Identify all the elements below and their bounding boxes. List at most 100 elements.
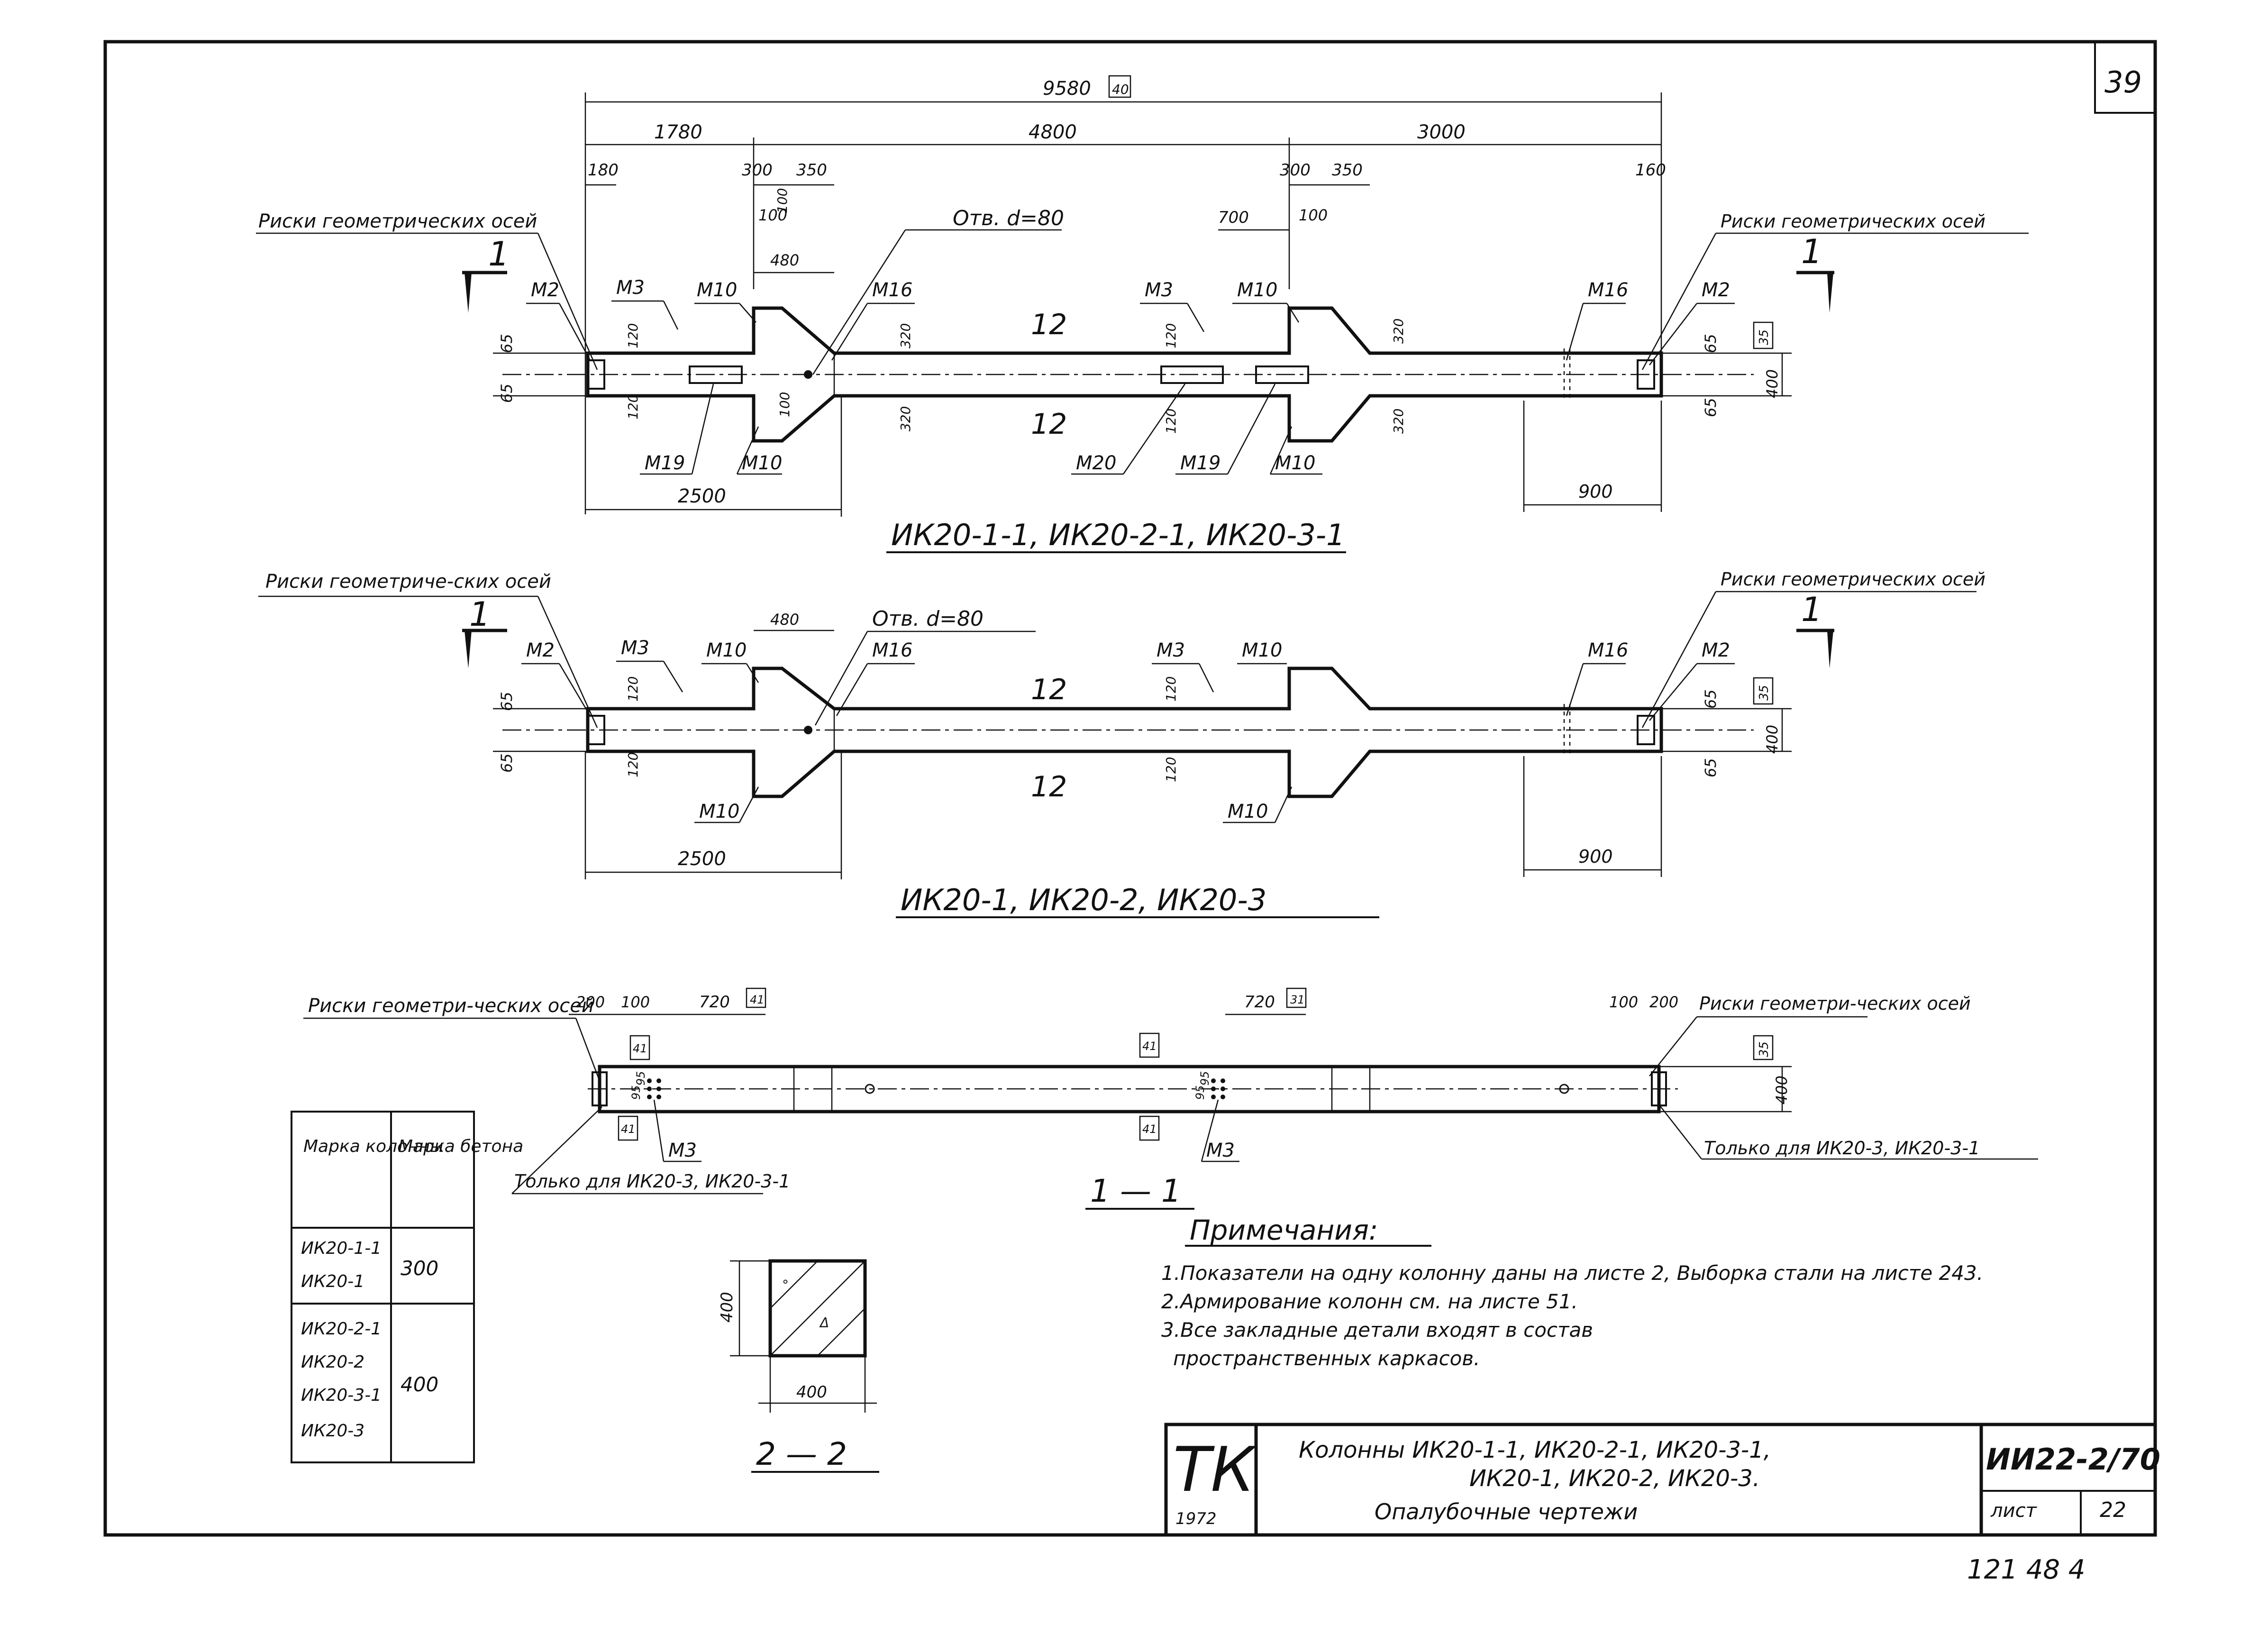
view-a: 9580 40 1780 4800 3000 180 300 350 300 3… xyxy=(256,75,2029,553)
mark-b-M3-a: М3 xyxy=(621,637,649,659)
dim-180: 180 xyxy=(588,161,619,180)
mark-b-M3-b: М3 xyxy=(1157,639,1185,661)
dim-total-tag: 40 xyxy=(1112,82,1129,97)
note-1: 1.Показатели на одну колонну даны на лис… xyxy=(1161,1261,1983,1285)
dim-300-a: 300 xyxy=(742,161,773,180)
title-block-desc-1: Колонны ИК20-1-1, ИК20-2-1, ИК20-3-1, xyxy=(1299,1437,1771,1463)
vdim-120-a: 120 xyxy=(625,323,641,348)
mark-M16-b: М16 xyxy=(1588,279,1628,301)
note-3: 3.Все закладные детали входят в состав xyxy=(1161,1318,1593,1342)
section-mark-b-right: 1 xyxy=(1801,590,1822,629)
width-label-b-top: 12 xyxy=(1031,673,1067,706)
table-cell-ik20-3: ИК20-3 xyxy=(301,1421,364,1441)
dim-160: 160 xyxy=(1635,161,1666,180)
dim-300-b: 300 xyxy=(1280,161,1311,180)
mark-b-M16-a: М16 xyxy=(872,639,912,661)
view-a-title: ИК20-1-1, ИК20-2-1, ИК20-3-1 xyxy=(891,518,1345,552)
dim-total-length: 9580 xyxy=(1043,78,1091,100)
mark-b-M10-a: М10 xyxy=(706,639,747,661)
dim-c-720-b: 720 xyxy=(1244,993,1275,1012)
label-hole-b: Отв. d=80 xyxy=(872,607,984,631)
width-label-top: 12 xyxy=(1031,308,1067,341)
vdim-320-d: 320 xyxy=(1391,409,1406,434)
vdim-b-65-a: 65 xyxy=(498,692,516,711)
vdim-120-c: 120 xyxy=(1163,323,1179,348)
section-dim-w: 400 xyxy=(796,1383,827,1402)
mark-b-M16-b: М16 xyxy=(1588,639,1628,661)
table-header-concrete: Марка бетона xyxy=(398,1137,523,1156)
view-c: Риски геометри-ческих осей Риски геометр… xyxy=(303,987,2038,1210)
vdim-b-120-d: 120 xyxy=(1163,757,1179,782)
title-block-year: 1972 xyxy=(1175,1509,1217,1528)
sdim-95-a: 95 xyxy=(629,1085,643,1100)
tag-c-41-d: 41 xyxy=(1142,1040,1157,1053)
svg-text:Δ: Δ xyxy=(819,1315,829,1331)
dim-seg-4800: 4800 xyxy=(1029,121,1077,143)
vdim-100-b: 100 xyxy=(777,392,792,417)
label-axes-right: Риски геометрических осей xyxy=(1721,211,1986,232)
dim-480-b: 480 xyxy=(770,611,799,629)
mark-b-M2-left: М2 xyxy=(526,639,555,661)
vdim-b-120-c: 120 xyxy=(1163,676,1179,702)
label-axes-right-c: Риски геометри-ческих осей xyxy=(1699,993,1971,1014)
note-3-cont: пространственных каркасов. xyxy=(1173,1347,1480,1370)
vdim-400: 400 xyxy=(1763,369,1781,398)
section-mark-b-left: 1 xyxy=(469,595,491,634)
vdim-65-d: 65 xyxy=(1702,398,1720,417)
label-axes-left-c: Риски геометри-ческих осей xyxy=(308,995,594,1017)
mark-c-M3-a: М3 xyxy=(668,1140,697,1161)
mark-b-M10-d: М10 xyxy=(1228,801,1268,822)
table-grade-400: 400 xyxy=(401,1373,438,1396)
vdim-320-b: 320 xyxy=(898,406,913,431)
mark-M20: М20 xyxy=(1076,452,1116,474)
mark-b-M10-c: М10 xyxy=(699,801,739,822)
title-block-desc-3: Опалубочные чертежи xyxy=(1375,1499,1638,1525)
vdim-b-65-b: 65 xyxy=(498,753,516,773)
table-header-column: Марка колонны xyxy=(303,1137,444,1156)
vdim-b-65-c: 65 xyxy=(1702,689,1720,709)
title-block-sheet: 22 xyxy=(2100,1498,2126,1522)
dim-480: 480 xyxy=(770,251,799,269)
sheet-number-box xyxy=(2094,41,2156,114)
mark-M16-a: М16 xyxy=(872,279,912,301)
sheet-number: 39 xyxy=(2104,65,2142,100)
tag-c-41-b: 31 xyxy=(1290,993,1305,1006)
vdim-320-a: 320 xyxy=(898,323,913,348)
notes: Примечания: 1.Показатели на одну колонну… xyxy=(1161,1214,1983,1370)
dim-c-200-a: 200 xyxy=(576,993,605,1011)
note-2: 2.Армирование колонн см. на листе 51. xyxy=(1161,1290,1578,1313)
tag-c-31: 41 xyxy=(633,1042,647,1055)
dim-100-a: 100 xyxy=(758,206,787,224)
title-block: ТК 1972 Колонны ИК20-1-1, ИК20-2-1, ИК20… xyxy=(1164,1423,2160,1537)
note-c-left: Только для ИК20-3, ИК20-3-1 xyxy=(514,1171,790,1192)
section-2-2-title: 2 — 2 xyxy=(756,1436,847,1472)
notes-title: Примечания: xyxy=(1190,1214,1378,1246)
label-axes-left-b: Риски геометриче-ских осей xyxy=(265,571,551,593)
title-block-sheet-label: лист xyxy=(1990,1500,2038,1522)
sdim-95-c: 95 xyxy=(1193,1085,1207,1100)
dim-2500-a: 2500 xyxy=(678,485,726,507)
dim-seg-1780: 1780 xyxy=(654,121,702,143)
section-2-2: ° Δ 400 400 2 — 2 xyxy=(718,1259,879,1473)
label-axes-left: Риски геометрических осей xyxy=(258,210,537,232)
dim-900-b: 900 xyxy=(1578,846,1613,867)
title-block-desc-2: ИК20-1, ИК20-2, ИК20-3. xyxy=(1469,1465,1760,1492)
tag-c-41-c: 41 xyxy=(621,1123,636,1136)
sdim-95-d: 95 xyxy=(1198,1071,1211,1086)
table-cell-ik20-2: ИК20-2 xyxy=(301,1352,364,1372)
section-dim-h: 400 xyxy=(718,1292,737,1323)
sheet-frame xyxy=(103,40,2157,1537)
table-cell-ik20-1: ИК20-1 xyxy=(301,1272,364,1291)
table-grade-300: 300 xyxy=(401,1257,438,1280)
dim-tag-35-a: 35 xyxy=(1757,329,1771,345)
tag-c-41-e: 41 xyxy=(1142,1123,1157,1136)
tag-c-41-a: 41 xyxy=(750,993,765,1006)
vdim-120-d: 120 xyxy=(1163,409,1179,434)
dim-350-a: 350 xyxy=(796,161,827,180)
width-label-bottom: 12 xyxy=(1031,408,1067,441)
svg-text:°: ° xyxy=(782,1277,789,1293)
mark-M2-left: М2 xyxy=(531,279,559,301)
mark-b-M10-b: М10 xyxy=(1242,639,1282,661)
dim-c-720-a: 720 xyxy=(699,993,730,1012)
